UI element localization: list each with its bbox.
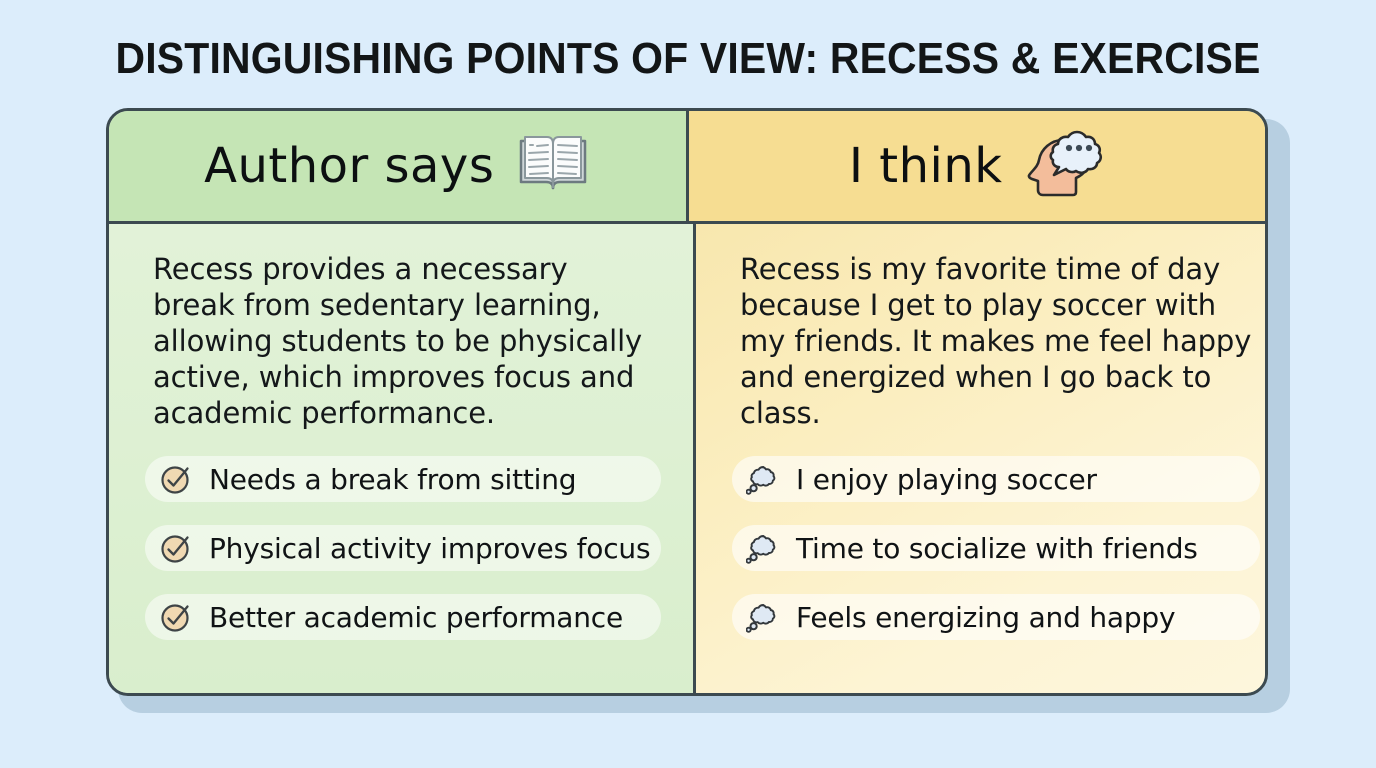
thinking-head-icon bbox=[1025, 127, 1105, 205]
column-header-author: Author says bbox=[109, 111, 689, 221]
list-item-label: I enjoy playing soccer bbox=[796, 462, 1097, 496]
author-bullet-list: Needs a break from sitting Physical acti… bbox=[145, 456, 661, 663]
column-header-author-label: Author says bbox=[204, 138, 495, 194]
list-item[interactable]: Time to socialize with friends bbox=[732, 525, 1260, 571]
thought-bubble-icon bbox=[745, 462, 780, 496]
reader-bullet-list: I enjoy playing soccer Time to socialize… bbox=[732, 456, 1260, 663]
check-circle-icon bbox=[159, 600, 193, 634]
comparison-card: Author says bbox=[106, 108, 1268, 696]
card-header-row: Author says bbox=[109, 111, 1265, 224]
check-circle-icon bbox=[159, 462, 193, 496]
column-header-reader: I think bbox=[688, 111, 1265, 221]
author-paragraph: Recess provides a necessary break from s… bbox=[153, 252, 643, 430]
list-item-label: Better academic performance bbox=[209, 600, 624, 634]
card-body-row: Recess provides a necessary break from s… bbox=[109, 224, 1265, 693]
list-item[interactable]: Physical activity improves focus bbox=[145, 525, 661, 571]
thought-bubble-icon bbox=[745, 600, 780, 634]
list-item[interactable]: Needs a break from sitting bbox=[145, 456, 661, 502]
column-header-reader-label: I think bbox=[848, 138, 1003, 194]
thought-bubble-icon bbox=[745, 531, 780, 565]
list-item-label: Time to socialize with friends bbox=[796, 531, 1198, 565]
reader-paragraph: Recess is my favorite time of day becaus… bbox=[740, 252, 1252, 430]
column-body-reader: Recess is my favorite time of day becaus… bbox=[696, 224, 1265, 693]
open-book-icon bbox=[516, 133, 590, 199]
list-item[interactable]: Feels energizing and happy bbox=[732, 594, 1260, 640]
column-body-author: Recess provides a necessary break from s… bbox=[109, 224, 696, 693]
list-item-label: Physical activity improves focus bbox=[209, 531, 651, 565]
page-title: DISTINGUISHING POINTS OF VIEW: RECESS & … bbox=[115, 34, 1261, 83]
check-circle-icon bbox=[159, 531, 193, 565]
list-item[interactable]: I enjoy playing soccer bbox=[732, 456, 1260, 502]
list-item[interactable]: Better academic performance bbox=[145, 594, 661, 640]
list-item-label: Feels energizing and happy bbox=[796, 600, 1176, 634]
list-item-label: Needs a break from sitting bbox=[209, 462, 577, 496]
